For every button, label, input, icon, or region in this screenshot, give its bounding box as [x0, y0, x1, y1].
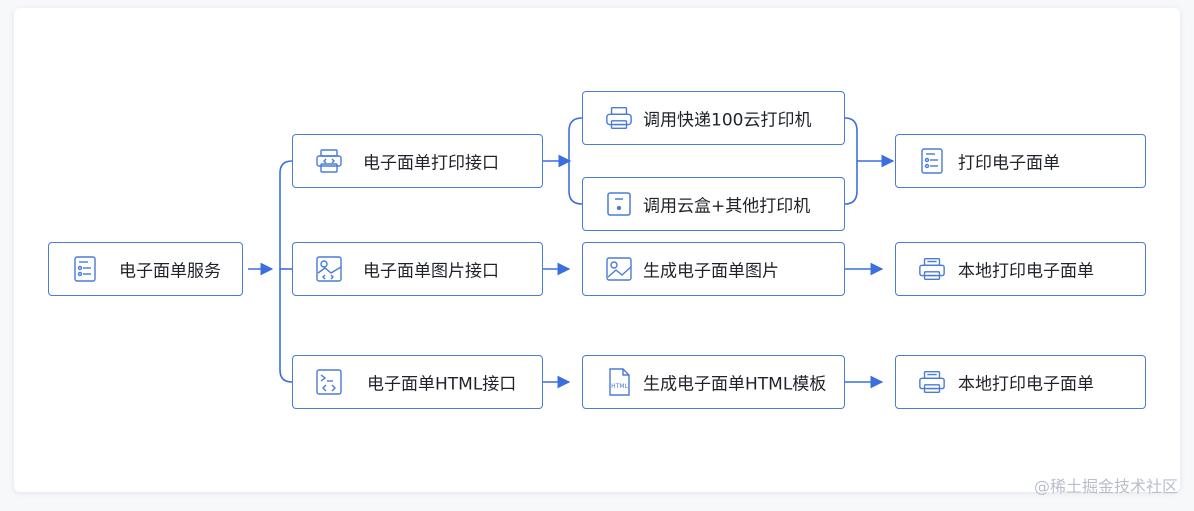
node-label: 调用快递100云打印机	[643, 110, 812, 131]
printer-merge-right	[844, 117, 858, 205]
node-label: 电子面单图片接口	[363, 261, 499, 282]
node-local-print-image: 本地打印电子面单	[895, 242, 1146, 296]
printer-api-icon	[315, 147, 343, 175]
node-cloudbox-printer: 调用云盒+其他打印机	[582, 177, 845, 231]
node-kuaidi-cloud-printer: 调用快递100云打印机	[582, 91, 845, 145]
image-api-icon	[315, 255, 343, 283]
node-label: 本地打印电子面单	[958, 261, 1094, 282]
node-label: 本地打印电子面单	[958, 374, 1094, 395]
svg-text:HTML: HTML	[611, 383, 628, 390]
node-label: 生成电子面单HTML模板	[643, 374, 827, 395]
node-label: 电子面单服务	[119, 261, 221, 282]
printer-icon	[918, 255, 946, 283]
terminal-api-icon	[315, 368, 343, 396]
watermark: @稀土掘金技术社区	[1033, 477, 1178, 496]
trunk-connector	[279, 160, 293, 383]
node-print-api: 电子面单打印接口	[292, 134, 543, 188]
node-label: 打印电子面单	[958, 153, 1060, 174]
node-label: 电子面单HTML接口	[367, 374, 517, 395]
node-html-api: 电子面单HTML接口	[292, 355, 543, 409]
node-label: 电子面单打印接口	[363, 153, 499, 174]
node-label: 调用云盒+其他打印机	[643, 196, 811, 217]
node-gen-image: 生成电子面单图片	[582, 242, 845, 296]
document-list-icon	[918, 147, 946, 175]
printer-split-left	[568, 117, 583, 205]
node-print-waybill: 打印电子面单	[895, 134, 1146, 188]
node-image-api: 电子面单图片接口	[292, 242, 543, 296]
printer-icon	[605, 104, 633, 132]
document-list-icon	[71, 255, 99, 283]
image-icon	[605, 255, 633, 283]
printer-icon	[918, 368, 946, 396]
node-gen-html-template: HTML 生成电子面单HTML模板	[582, 355, 845, 409]
node-service: 电子面单服务	[48, 242, 243, 296]
cloud-box-icon	[605, 190, 633, 218]
node-label: 生成电子面单图片	[643, 261, 779, 282]
node-local-print-html: 本地打印电子面单	[895, 355, 1146, 409]
html-file-icon: HTML	[605, 368, 633, 396]
